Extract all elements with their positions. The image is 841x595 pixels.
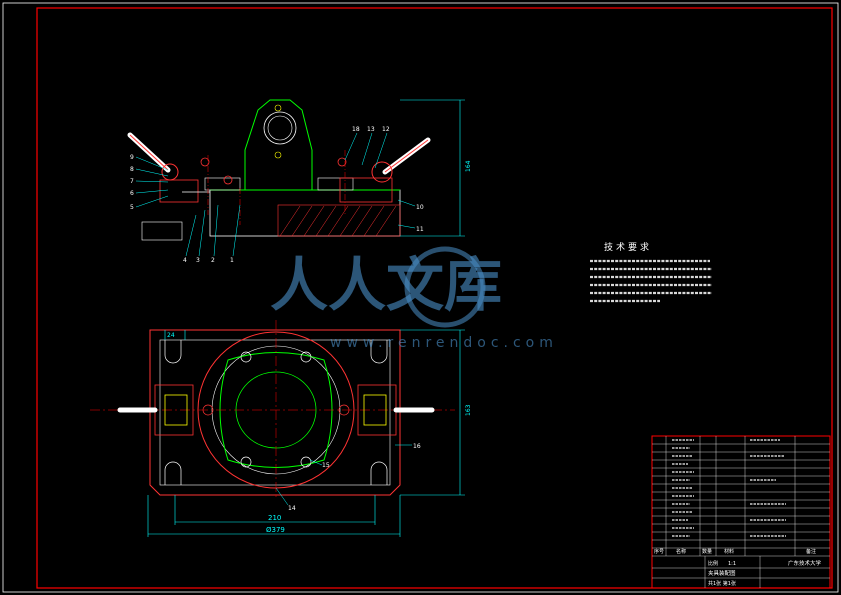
left-clamp [127,132,241,241]
bom-header-note: 备注 [806,548,816,555]
balloon-12: 12 [382,126,390,133]
balloon-7: 7 [130,178,134,185]
plan-view: 210 Ø379 163 24 16 15 14 [90,320,472,537]
tech-requirements: 技术要求 [590,241,712,303]
title-sheet: 共1张 第1张 [708,580,736,587]
title-scale-value: 1:1 [728,561,736,567]
dim-width-overall: Ø379 [266,526,285,534]
title-company: 广东技术大学 [788,559,822,567]
title-drawing-name: 夹具装配图 [708,569,736,577]
dim-widths [147,329,465,537]
balloon-6: 6 [130,190,134,197]
section-hatch [277,204,401,237]
balloon-8: 8 [130,166,134,173]
workpiece-tower [244,99,313,190]
dim-height-top: 163 [465,404,472,416]
dim-width-inner: 210 [268,514,281,522]
balloon-5: 5 [130,204,134,211]
dim-small-top: 24 [167,332,175,339]
balloon-15: 15 [322,462,330,469]
bom-header-qty: 数量 [702,548,712,555]
balloon-4: 4 [183,257,187,264]
left-clamp-plan [117,384,194,436]
balloon-13: 13 [367,126,375,133]
balloon-3: 3 [196,257,200,264]
right-clamp-plan [357,384,435,436]
balloon-11: 11 [416,226,424,233]
title-block: 序号 名称 数量 材料 备注 广东技术大学 夹具装配图 比例 1:1 共1张 第… [651,435,831,589]
sheet-border-inner [36,7,833,589]
right-clamp [337,137,431,215]
title-scale-label: 比例 [708,560,718,567]
bom-header-material: 材料 [724,548,734,555]
balloon-18: 18 [352,126,360,133]
bom-header-no: 序号 [654,548,664,555]
dim-height-front-label: 164 [465,160,472,172]
balloon-9: 9 [130,154,134,161]
front-view: 164 9 8 7 6 5 4 3 2 1 18 [127,99,472,264]
workpiece-flange [219,352,333,468]
tech-requirements-title: 技术要求 [604,241,652,253]
balloon-10: 10 [416,204,424,211]
tower-bore [263,111,297,145]
balloon-16: 16 [413,443,421,450]
balloon-14: 14 [288,505,296,512]
bom-header-name: 名称 [676,548,686,555]
balloon-1: 1 [230,257,234,264]
balloon-2: 2 [211,257,215,264]
tech-requirements-lines [590,259,712,303]
dim-height-front: 164 [400,99,472,237]
